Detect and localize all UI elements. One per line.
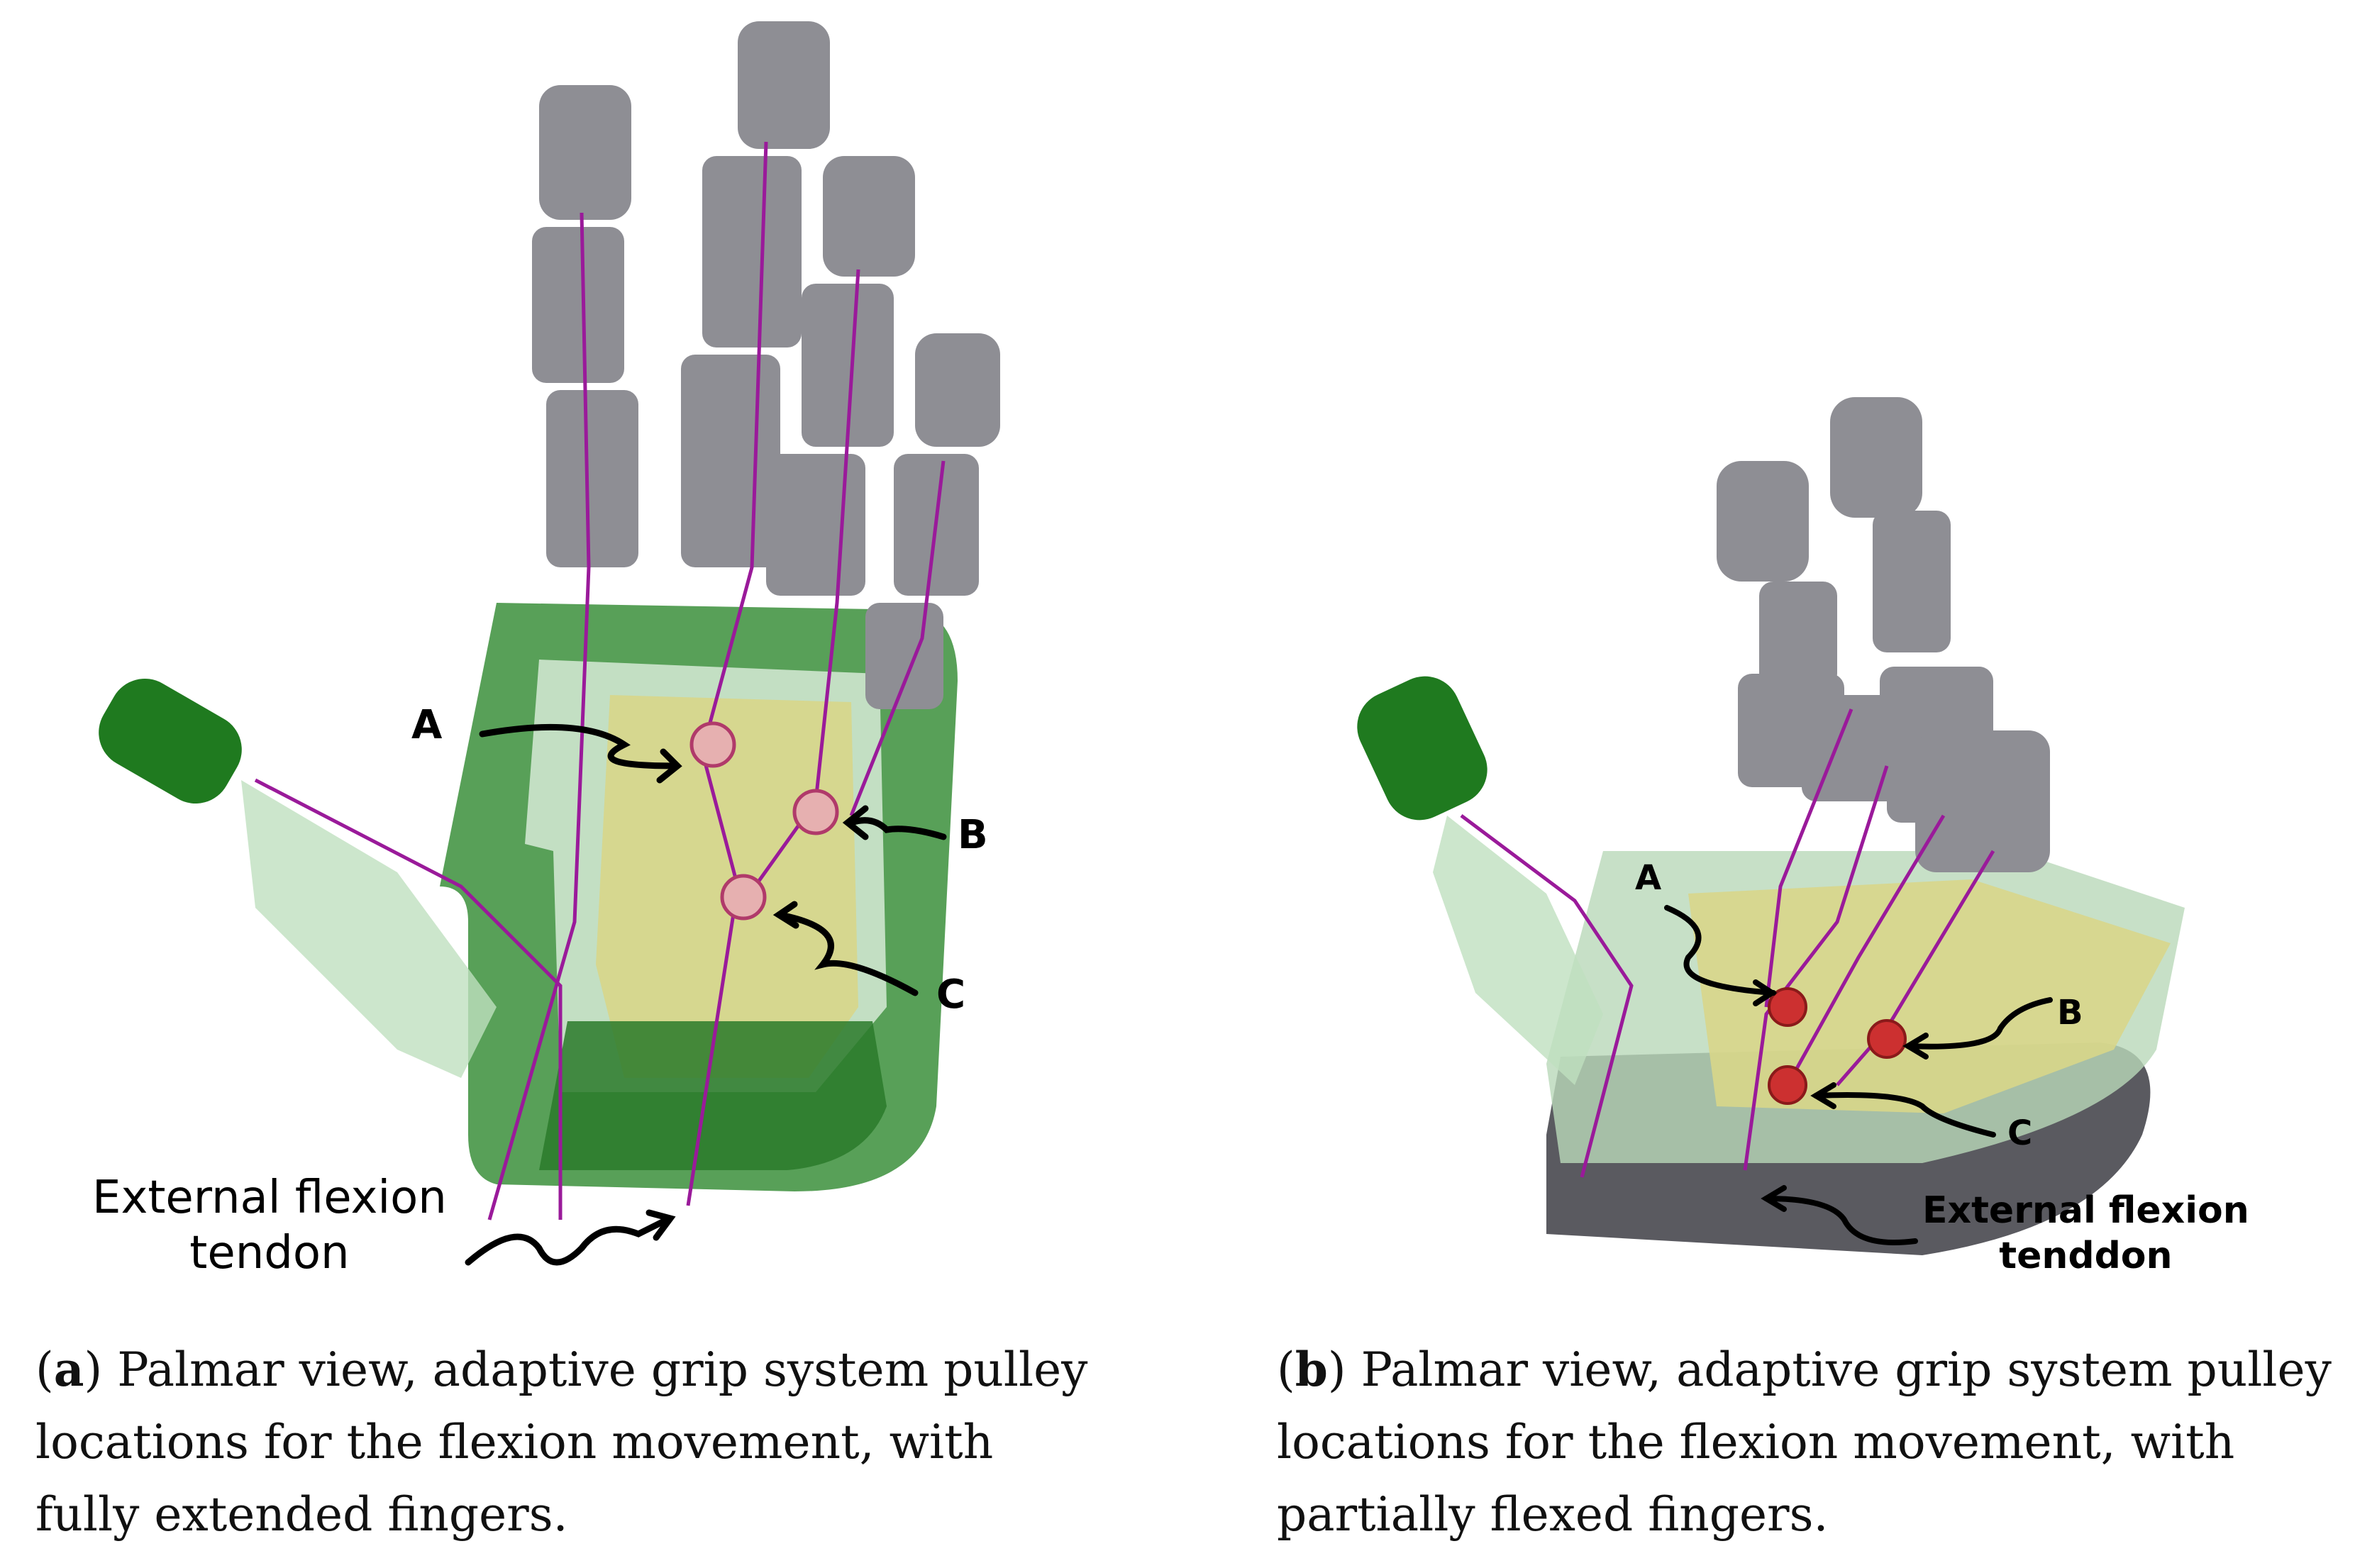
hand-render-b — [1357, 397, 2185, 1255]
tendon-label-line1-b: External flexion — [1922, 1189, 2249, 1232]
hand-render-a — [99, 21, 1000, 1266]
tendon-label-line2-b: tenddon — [1999, 1235, 2173, 1277]
pulley-c-a — [720, 874, 767, 921]
pulley-b-b — [1867, 1019, 1907, 1059]
tendon-label-line2-a: tendon — [189, 1227, 350, 1279]
figure-panel-a: A B C External flexion tendon — [0, 0, 1178, 1291]
arrows-a — [465, 723, 947, 1266]
thumb-a — [99, 679, 497, 1078]
tendon-label-line1-a: External flexion — [92, 1172, 447, 1224]
pulley-b-a — [792, 789, 839, 835]
finger-index-a — [532, 85, 638, 567]
tendon-label-panel-b: External flexion tenddon — [1922, 1188, 2249, 1279]
yellow-plate-b — [1688, 879, 2171, 1113]
label-a-panel-b: A — [1635, 858, 1662, 898]
pulley-a-a — [689, 721, 736, 768]
caption-b: (b) Palmar view, adaptive grip system pu… — [1277, 1342, 2332, 1542]
caption-text-b: Palmar view, adaptive grip system pulley… — [1277, 1342, 2332, 1542]
pulley-c-b — [1768, 1065, 1807, 1105]
figure-panel-b: A B C External flexion tenddon — [1178, 0, 2355, 1291]
caption-text-a: Palmar view, adaptive grip system pulley… — [35, 1342, 1088, 1542]
palm-lower-a — [539, 1021, 887, 1170]
label-c-panel-b: C — [2007, 1113, 2033, 1153]
finger-little-b — [1915, 730, 2050, 872]
label-b-panel-b: B — [2057, 993, 2083, 1033]
caption-tag-b: b — [1295, 1342, 1328, 1397]
caption-tag-a: a — [53, 1342, 84, 1397]
thumb-b — [1357, 676, 1603, 1085]
pulley-a-b — [1768, 987, 1807, 1027]
tendon-label-panel-a: External flexion tendon — [92, 1170, 447, 1281]
label-c-panel-a: C — [936, 972, 966, 1018]
caption-a: (a) Palmar view, adaptive grip system pu… — [35, 1342, 1088, 1542]
label-a-panel-a: A — [411, 702, 443, 748]
label-b-panel-a: B — [958, 812, 988, 858]
arrows-b — [1664, 905, 2053, 1245]
